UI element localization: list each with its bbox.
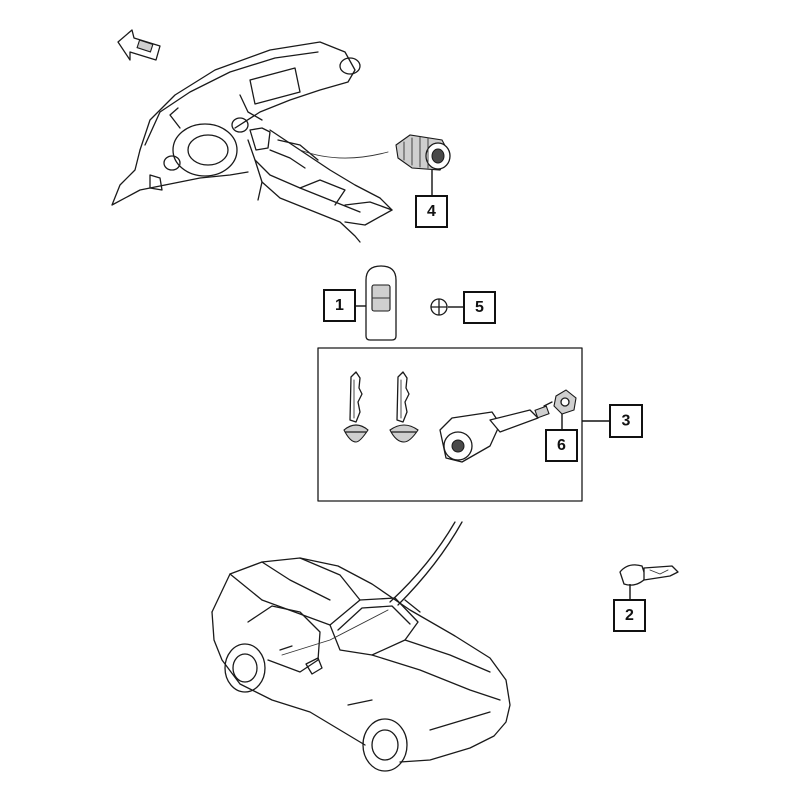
- car-illustration: [211, 521, 511, 772]
- callout-3: 3: [609, 404, 643, 438]
- battery-symbol: [430, 298, 464, 316]
- emergency-key-blade: [619, 564, 679, 600]
- callout-1-label: 1: [335, 297, 344, 314]
- callout-4: 4: [415, 195, 448, 228]
- callout-2-label: 2: [625, 607, 634, 624]
- callout-6-label: 6: [557, 437, 566, 454]
- front-direction-arrow: [117, 29, 161, 61]
- callout-5-label: 5: [475, 299, 484, 316]
- callout-4-label: 4: [427, 203, 436, 220]
- key-fob-transmitter: [356, 265, 397, 341]
- callout-5: 5: [463, 291, 496, 324]
- key-blank-left: [343, 371, 369, 443]
- callout-2: 2: [613, 599, 646, 632]
- callout-6: 6: [545, 429, 578, 462]
- lock-cylinder: [439, 401, 553, 463]
- lock-cylinder-retainer: [553, 389, 577, 430]
- key-blank-right: [389, 371, 419, 443]
- callout-1: 1: [323, 289, 356, 322]
- callout-3-label: 3: [622, 413, 631, 430]
- dashboard-illustration: [111, 41, 393, 243]
- lock-set-kit-box: [317, 347, 610, 502]
- push-button-start-switch: [395, 134, 451, 196]
